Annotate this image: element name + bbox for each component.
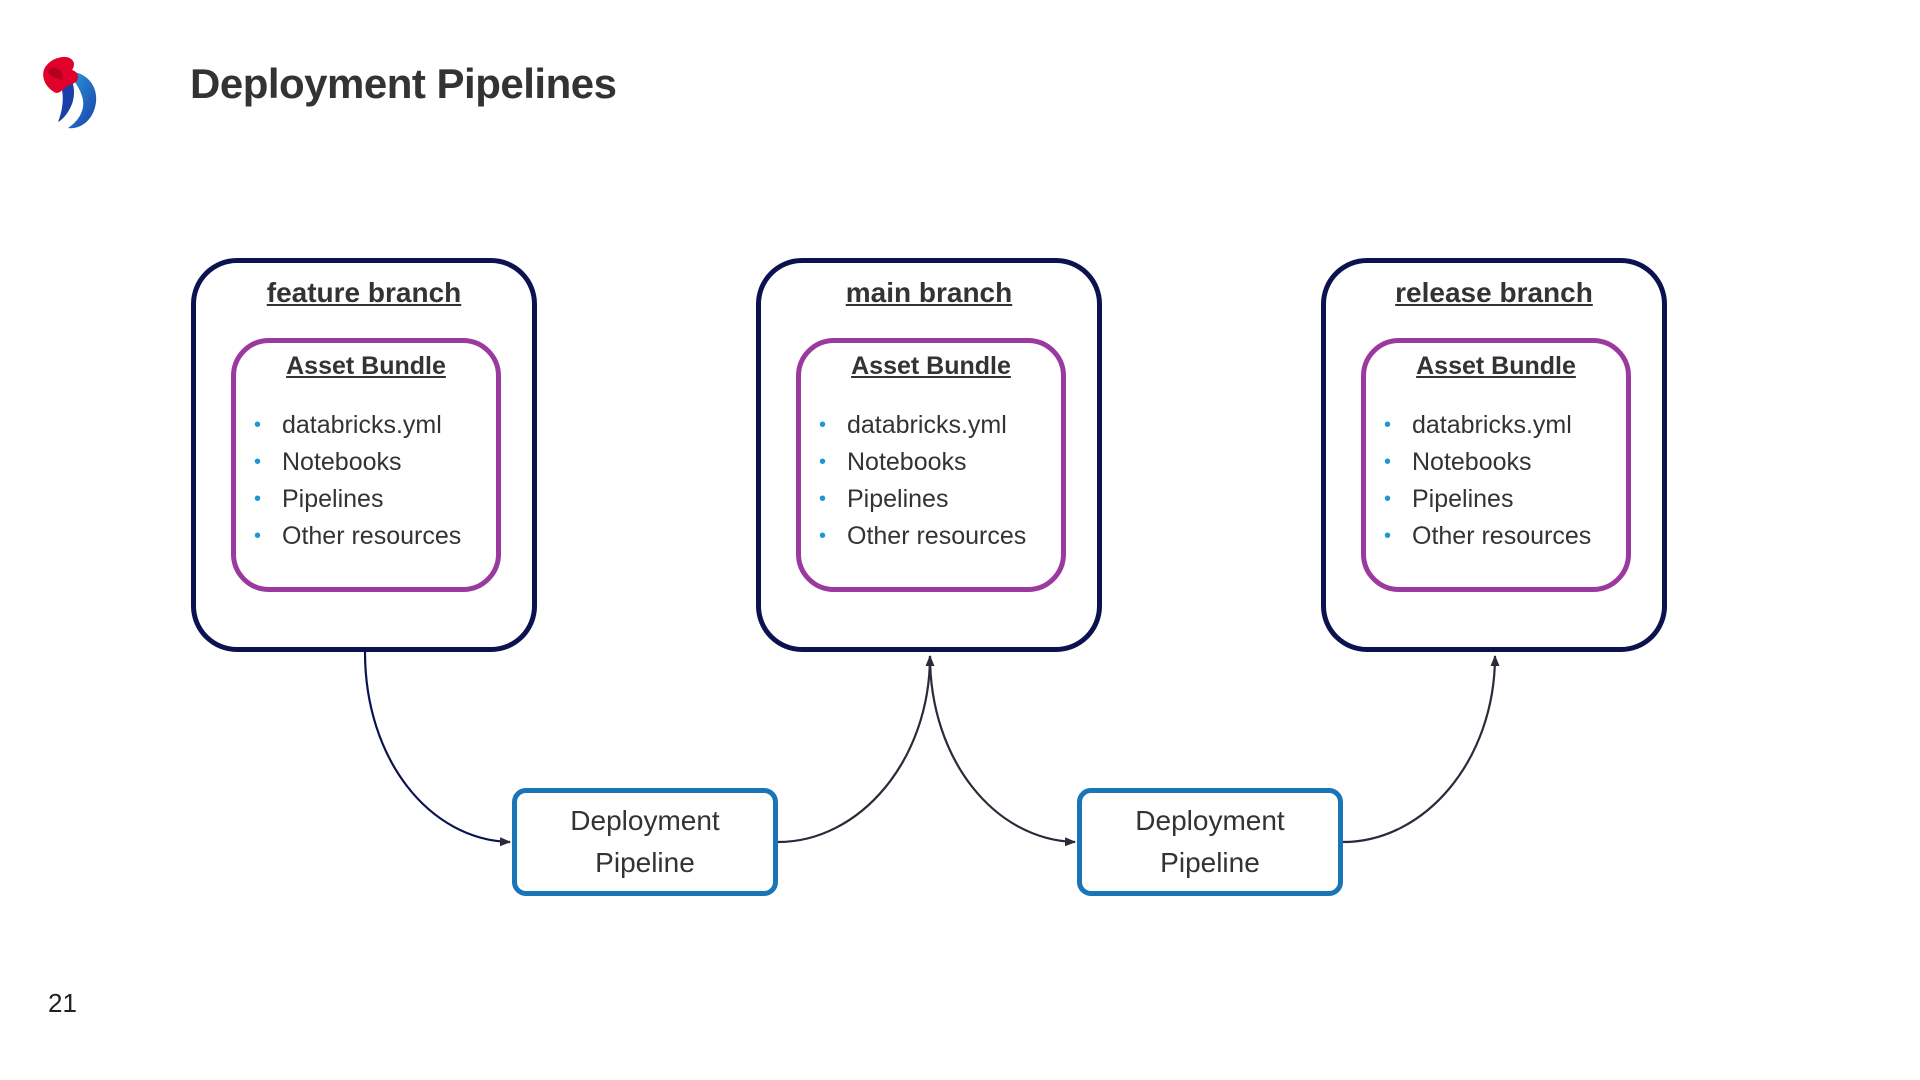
branch-title: feature branch bbox=[266, 277, 462, 308]
list-item: •Notebooks bbox=[819, 444, 1026, 481]
bullet-icon: • bbox=[1384, 414, 1392, 436]
release-branch-box: release branch Asset Bundle •databricks.… bbox=[1321, 258, 1667, 652]
bundle-title: Asset Bundle bbox=[851, 352, 1011, 380]
bullet-icon: • bbox=[1384, 451, 1392, 473]
connector-pipeline-1-to-main bbox=[777, 655, 935, 844]
bundle-item-list: •databricks.yml •Notebooks •Pipelines •O… bbox=[254, 407, 461, 555]
asset-bundle-box: Asset Bundle •databricks.yml •Notebooks … bbox=[231, 338, 501, 592]
list-item: •Pipelines bbox=[819, 481, 1026, 518]
list-item: •Notebooks bbox=[254, 444, 461, 481]
list-item: •Other resources bbox=[254, 518, 461, 555]
list-item: •Notebooks bbox=[1384, 444, 1591, 481]
bundle-title: Asset Bundle bbox=[1416, 352, 1576, 380]
page-number: 21 bbox=[48, 988, 77, 1018]
list-item: •databricks.yml bbox=[254, 407, 461, 444]
bullet-icon: • bbox=[819, 451, 827, 473]
bullet-icon: • bbox=[1384, 488, 1392, 510]
asset-bundle-box: Asset Bundle •databricks.yml •Notebooks … bbox=[1361, 338, 1631, 592]
bullet-icon: • bbox=[254, 451, 262, 473]
page-title: Deployment Pipelines bbox=[190, 60, 617, 107]
swisscom-logo-icon bbox=[43, 56, 97, 129]
pipeline-label: Deployment Pipeline bbox=[1135, 805, 1285, 878]
deployment-pipeline-box: Deployment Pipeline bbox=[1077, 788, 1343, 896]
bullet-icon: • bbox=[254, 525, 262, 547]
branch-title: release branch bbox=[1395, 277, 1593, 308]
branch-title: main branch bbox=[845, 277, 1013, 308]
connector-pipeline-2-to-release bbox=[1342, 655, 1500, 844]
list-item: •databricks.yml bbox=[1384, 407, 1591, 444]
bundle-item-list: •databricks.yml •Notebooks •Pipelines •O… bbox=[819, 407, 1026, 555]
bullet-icon: • bbox=[254, 414, 262, 436]
deployment-pipeline-box: Deployment Pipeline bbox=[512, 788, 778, 896]
bundle-item-list: •databricks.yml •Notebooks •Pipelines •O… bbox=[1384, 407, 1591, 555]
bullet-icon: • bbox=[819, 414, 827, 436]
connector-feature-to-pipeline-1 bbox=[363, 651, 511, 847]
asset-bundle-box: Asset Bundle •databricks.yml •Notebooks … bbox=[796, 338, 1066, 592]
list-item: •Pipelines bbox=[254, 481, 461, 518]
bullet-icon: • bbox=[819, 525, 827, 547]
list-item: •databricks.yml bbox=[819, 407, 1026, 444]
connector-main-to-pipeline-2 bbox=[928, 655, 1076, 847]
pipeline-label: Deployment Pipeline bbox=[570, 805, 720, 878]
list-item: •Other resources bbox=[819, 518, 1026, 555]
bullet-icon: • bbox=[819, 488, 827, 510]
list-item: •Pipelines bbox=[1384, 481, 1591, 518]
bullet-icon: • bbox=[254, 488, 262, 510]
list-item: •Other resources bbox=[1384, 518, 1591, 555]
bullet-icon: • bbox=[1384, 525, 1392, 547]
feature-branch-box: feature branch Asset Bundle •databricks.… bbox=[191, 258, 537, 652]
bundle-title: Asset Bundle bbox=[286, 352, 446, 380]
main-branch-box: main branch Asset Bundle •databricks.yml… bbox=[756, 258, 1102, 652]
